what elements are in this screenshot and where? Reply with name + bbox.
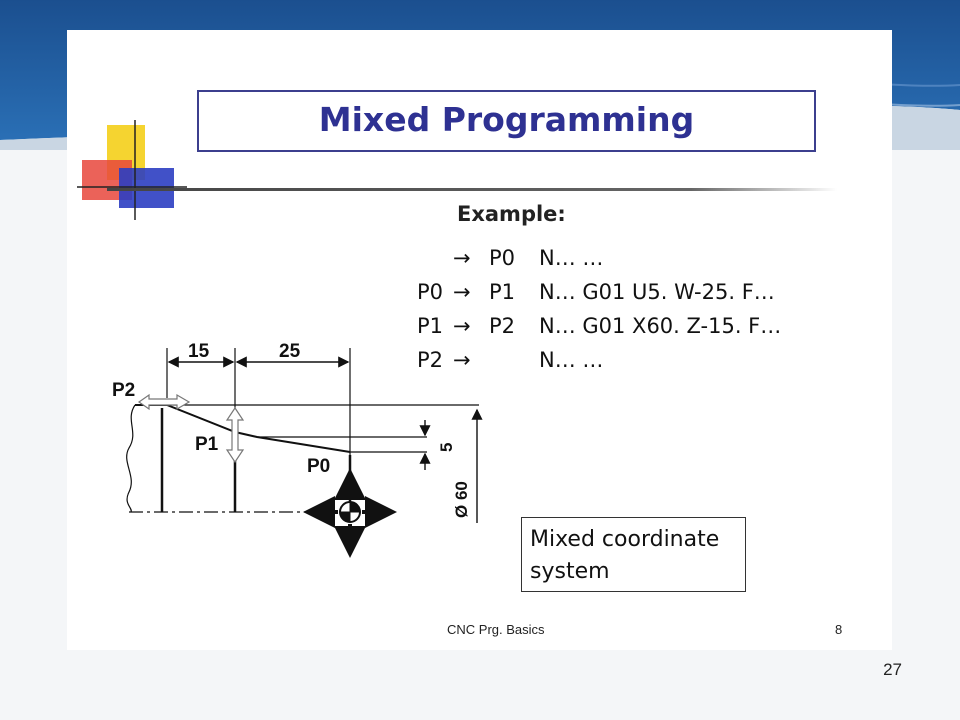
program-to: P1 (489, 280, 516, 304)
program-from: P0 (417, 280, 444, 304)
program-to: P2 (489, 314, 516, 338)
point-label-p2: P2 (112, 380, 135, 401)
arrow-icon: → (453, 246, 471, 270)
program-from: P2 (417, 348, 444, 372)
slide-title: Mixed Programming (318, 100, 695, 139)
arrow-icon: → (453, 348, 471, 372)
program-block: N… G01 U5. W-25. F… (539, 280, 775, 304)
slide-footer-title: CNC Prg. Basics (447, 622, 545, 637)
arrow-icon: → (453, 280, 471, 304)
program-from: P1 (417, 314, 444, 338)
program-block: N… … (539, 348, 604, 372)
program-block: N… G01 X60. Z-15. F… (539, 314, 782, 338)
p1-vertical-arrow-icon (225, 406, 245, 464)
arrow-icon: → (453, 314, 471, 338)
coordinate-note-box: Mixed coordinate system (521, 517, 746, 592)
example-label: Example: (457, 202, 566, 226)
tool-reference-cross-icon (303, 468, 397, 558)
page-number: 27 (883, 660, 902, 679)
slide: Mixed Programming Example: → P0 N… … P0 … (67, 30, 892, 650)
dimension-label-5: 5 (437, 443, 456, 452)
dimension-label-25: 25 (279, 341, 301, 362)
program-to: P0 (489, 246, 516, 270)
workpiece-contour (135, 404, 351, 453)
point-label-p0: P0 (307, 456, 330, 477)
part-drawing: 15 25 5 Ø 60 P2 P1 P0 (112, 341, 483, 558)
coordinate-note: Mixed coordinate system (530, 527, 720, 584)
point-label-p1: P1 (195, 434, 219, 455)
title-box: Mixed Programming (197, 90, 816, 152)
dimension-label-15: 15 (188, 341, 210, 362)
dimension-label-diameter: Ø 60 (452, 481, 471, 518)
p2-horizontal-arrow-icon (137, 393, 191, 411)
title-rule (107, 188, 837, 191)
program-block: N… … (539, 246, 604, 270)
slide-footer-page: 8 (835, 622, 843, 637)
